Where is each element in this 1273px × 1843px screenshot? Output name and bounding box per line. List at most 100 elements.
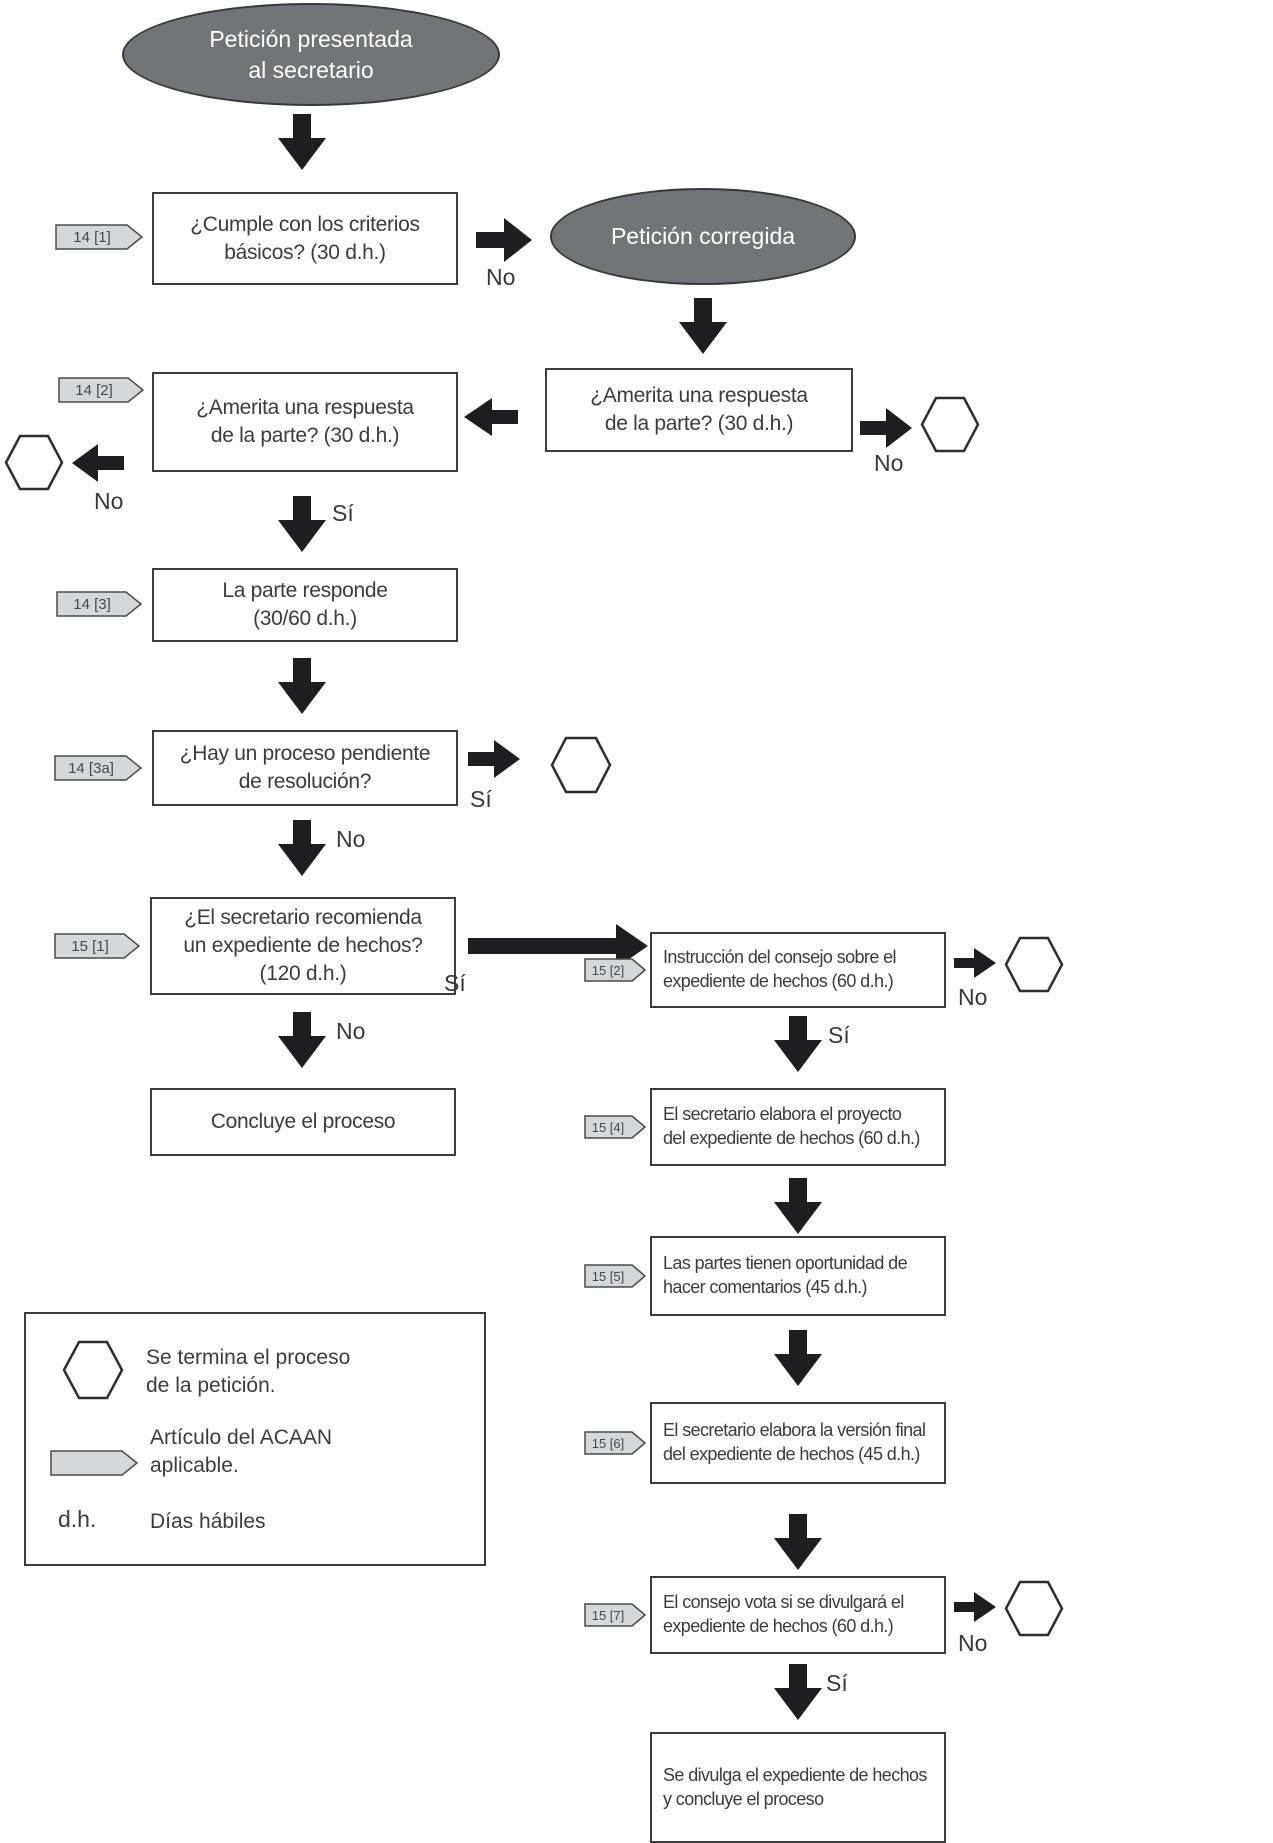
node-start-ellipse: Petición presentada al secretario	[122, 3, 500, 106]
arrow-corrected-down-icon	[679, 298, 727, 354]
node-record-published-text: Se divulga el expediente de hechos y con…	[663, 1764, 927, 1809]
arrow-instruction-yes-down-icon	[774, 1016, 822, 1072]
end-hexagon-5-icon	[1004, 1580, 1064, 1637]
node-draft-record: El secretario elabora el proyecto del ex…	[650, 1088, 946, 1166]
arrow-criteria-no-icon	[476, 218, 532, 262]
node-process-ends: Concluye el proceso	[150, 1088, 456, 1156]
edge-label-yes-6: Sí	[826, 1670, 848, 1696]
article-tag-15-5: 15 [5]	[584, 1264, 646, 1288]
arrow-draft-down-icon	[774, 1178, 822, 1234]
edge-label-yes-5: Sí	[828, 1022, 850, 1048]
node-party-responds: La parte responde (30/60 d.h.)	[152, 568, 458, 642]
article-tag-15-7-label: 15 [7]	[591, 1607, 625, 1623]
legend-hexagon-note: Se termina el proceso de la petición.	[146, 1346, 351, 1397]
arrow-response-left-no-icon	[72, 444, 124, 482]
node-q-response-left: ¿Amerita una respuesta de la parte? (30 …	[152, 372, 458, 472]
arrow-start-to-criteria-icon	[278, 114, 326, 170]
edge-label-no-6: No	[958, 984, 988, 1010]
article-tag-14-2-label: 14 [2]	[75, 381, 113, 399]
node-draft-record-text: El secretario elabora el proyecto del ex…	[663, 1104, 920, 1148]
edge-label-yes-2: Sí	[332, 500, 354, 526]
article-tag-14-3a: 14 [3a]	[54, 755, 142, 781]
article-tag-15-2: 15 [2]	[584, 958, 646, 982]
article-tag-14-3a-label: 14 [3a]	[68, 759, 114, 777]
tag-arrow-shape-icon	[55, 224, 143, 250]
node-party-responds-text: La parte responde (30/60 d.h.)	[222, 579, 388, 630]
edge-label-yes-4: Sí	[444, 970, 466, 996]
tag-arrow-shape-icon	[584, 1115, 646, 1139]
end-hexagon-1-icon	[920, 396, 980, 453]
node-process-ends-text: Concluye el proceso	[210, 1110, 396, 1134]
tag-arrow-shape-icon	[54, 933, 140, 959]
node-q-recommend-text: ¿El secretario recomienda un expediente …	[183, 906, 423, 985]
article-tag-15-7: 15 [7]	[584, 1603, 646, 1627]
article-tag-14-1-label: 14 [1]	[73, 228, 111, 246]
article-tag-15-6-label: 15 [6]	[591, 1435, 625, 1451]
arrow-response-yes-left-icon	[464, 398, 518, 436]
node-parties-comment: Las partes tienen oportunidad de hacer c…	[650, 1236, 946, 1316]
edge-label-no-3: No	[94, 488, 124, 514]
node-parties-comment-text: Las partes tienen oportunidad de hacer c…	[663, 1253, 908, 1297]
edge-label-no-1: No	[486, 264, 516, 290]
arrow-responds-down-icon	[278, 658, 326, 714]
arrow-instruction-no-icon	[954, 948, 996, 978]
end-hexagon-4-icon	[1004, 936, 1064, 993]
node-council-vote: El consejo vota si se divulgará el exped…	[650, 1576, 946, 1654]
edge-label-no-7: No	[958, 1630, 988, 1656]
node-record-published: Se divulga el expediente de hechos y con…	[650, 1732, 946, 1843]
article-tag-15-6: 15 [6]	[584, 1431, 646, 1455]
article-tag-14-3-label: 14 [3]	[73, 595, 111, 613]
node-q-pending: ¿Hay un proceso pendiente de resolución?	[152, 730, 458, 806]
legend-tag-icon	[50, 1450, 138, 1476]
article-tag-15-4: 15 [4]	[584, 1115, 646, 1139]
tag-arrow-shape-icon	[56, 591, 142, 617]
arrow-recommend-no-down-icon	[278, 1012, 326, 1068]
article-tag-14-3: 14 [3]	[56, 591, 142, 617]
arrow-final-down-icon	[774, 1514, 822, 1570]
tag-arrow-shape-icon	[584, 1603, 646, 1627]
article-tag-14-2: 14 [2]	[58, 377, 144, 403]
node-council-instruction: Instrucción del consejo sobre el expedie…	[650, 932, 946, 1008]
arrow-vote-no-icon	[954, 1592, 996, 1622]
article-tag-15-4-label: 15 [4]	[591, 1119, 625, 1135]
legend-tag-note: Artículo del ACAAN aplicable.	[150, 1426, 333, 1477]
node-start-text: Petición presentada al secretario	[209, 26, 413, 83]
node-final-record: El secretario elabora la versión final d…	[650, 1402, 946, 1484]
node-q-criteria-text: ¿Cumple con los criterios básicos? (30 d…	[190, 212, 420, 264]
article-tag-14-1: 14 [1]	[55, 224, 143, 250]
tag-arrow-shape-icon	[58, 377, 144, 403]
article-tag-15-1-label: 15 [1]	[71, 937, 109, 955]
arrow-response-yes-down-icon	[278, 496, 326, 552]
article-tag-15-5-label: 15 [5]	[591, 1268, 625, 1284]
end-hexagon-2-icon	[4, 434, 64, 491]
article-tag-15-1: 15 [1]	[54, 933, 140, 959]
arrow-comment-down-icon	[774, 1330, 822, 1386]
end-hexagon-3-icon	[550, 736, 612, 794]
edge-label-no-5: No	[336, 1018, 366, 1044]
legend-dh-note: Días hábiles	[150, 1510, 266, 1533]
node-council-instruction-text: Instrucción del consejo sobre el expedie…	[663, 947, 897, 991]
node-q-response-left-text: ¿Amerita una respuesta de la parte? (30 …	[196, 396, 414, 447]
tag-arrow-shape-icon	[584, 1431, 646, 1455]
node-q-response-right: ¿Amerita una respuesta de la parte? (30 …	[545, 368, 853, 452]
edge-label-no-2: No	[874, 450, 904, 476]
node-q-pending-text: ¿Hay un proceso pendiente de resolución?	[179, 742, 431, 793]
node-final-record-text: El secretario elabora la versión final d…	[663, 1420, 926, 1464]
edge-label-yes-3: Sí	[470, 786, 492, 812]
arrow-pending-no-down-icon	[278, 820, 326, 876]
edge-label-no-4: No	[336, 826, 366, 852]
tag-arrow-shape-icon	[584, 1264, 646, 1288]
arrow-recommend-yes-long-icon	[468, 924, 648, 968]
node-council-vote-text: El consejo vota si se divulgará el exped…	[663, 1592, 904, 1636]
legend-dh-abbr: d.h.	[58, 1506, 97, 1532]
tag-arrow-shape-icon	[54, 755, 142, 781]
tag-arrow-shape-icon	[584, 958, 646, 982]
arrow-vote-yes-down-icon	[774, 1664, 822, 1720]
node-corrected-text: Petición corregida	[610, 223, 796, 250]
node-q-response-right-text: ¿Amerita una respuesta de la parte? (30 …	[590, 384, 808, 435]
legend-hexagon-icon	[62, 1340, 124, 1400]
arrow-pending-yes-icon	[468, 740, 520, 778]
article-tag-15-2-label: 15 [2]	[591, 962, 625, 978]
arrow-response-no-right-icon	[860, 408, 912, 448]
